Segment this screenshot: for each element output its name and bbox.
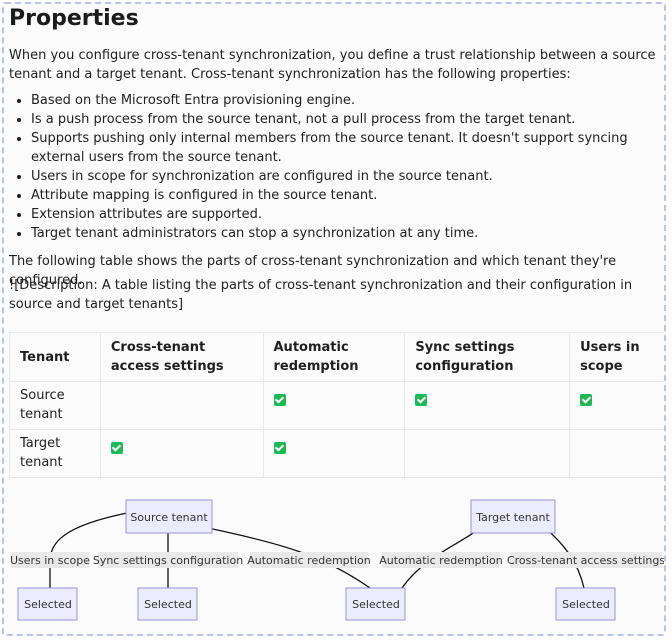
node-selected-label: Selected	[144, 598, 192, 611]
node-source-tenant	[125, 499, 213, 534]
tenant-cell: Source tenant	[9, 381, 101, 430]
edge-label-automatic-redemption-source: Automatic redemption	[247, 554, 371, 567]
node-selected-automatic-redemption	[345, 587, 406, 621]
image-placeholder-text: ![Description: A table listing the parts…	[9, 278, 633, 312]
check-cell	[99, 381, 264, 430]
table-header-row: Tenant Cross-tenant access settings Auto…	[9, 332, 664, 382]
node-selected-cross-tenant-access	[555, 587, 616, 621]
list-item: Extension attributes are supported.	[31, 205, 663, 224]
edge-label-sync-settings: Sync settings configuration	[93, 554, 243, 567]
check-cell	[262, 381, 406, 430]
list-item: Supports pushing only internal members f…	[31, 129, 663, 167]
list-item: Based on the Microsoft Entra provisionin…	[31, 91, 663, 110]
check-cell	[404, 429, 571, 478]
list-item: Is a push process from the source tenant…	[31, 110, 663, 129]
column-header-automatic-redemption: Automatic redemption	[262, 332, 406, 382]
check-cell	[404, 381, 571, 430]
edge-label-bg	[510, 552, 662, 568]
checkmark-icon	[415, 394, 428, 406]
intro-paragraph: When you configure cross-tenant synchron…	[9, 48, 656, 82]
column-header-cross-tenant-access: Cross-tenant access settings	[99, 332, 264, 382]
table-intro-paragraph: The following table shows the parts of c…	[9, 254, 617, 288]
column-header-users-in-scope: Users in scope	[569, 332, 664, 382]
tenant-cell: Target tenant	[9, 429, 101, 478]
document-frame: Properties When you configure cross-tena…	[2, 2, 666, 636]
node-target-tenant-label: Target tenant	[475, 511, 550, 524]
properties-table: Tenant Cross-tenant access settings Auto…	[9, 332, 664, 478]
node-source-tenant-label: Source tenant	[130, 511, 208, 524]
tenant-diagram: Source tenant Target tenant Users in sco…	[10, 499, 665, 621]
list-item: Attribute mapping is configured in the s…	[31, 186, 663, 205]
edge-label-automatic-redemption-target: Automatic redemption	[379, 554, 503, 567]
node-selected-sync-settings	[137, 587, 198, 621]
checkmark-icon	[273, 442, 286, 454]
checkmark-icon	[110, 442, 123, 454]
check-cell	[569, 429, 664, 478]
node-selected-label: Selected	[24, 598, 72, 611]
edge-label-bg	[98, 552, 238, 568]
column-header-tenant: Tenant	[9, 332, 101, 382]
table-row: Source tenant	[9, 381, 664, 430]
node-selected-users-in-scope	[17, 587, 78, 621]
checkmark-icon	[273, 394, 286, 406]
list-item: Users in scope for synchronization are c…	[31, 167, 663, 186]
edge-label-cross-tenant-access: Cross-tenant access settings	[507, 554, 665, 567]
edge-label-bg	[382, 552, 500, 568]
edge-source-users-in-scope	[49, 512, 128, 588]
checkmark-icon	[580, 394, 593, 406]
table-row: Target tenant	[9, 429, 664, 478]
column-header-sync-settings: Sync settings configuration	[404, 332, 571, 382]
node-selected-label: Selected	[352, 598, 400, 611]
check-cell	[569, 381, 664, 430]
check-cell	[99, 429, 264, 478]
list-item: Target tenant administrators can stop a …	[31, 224, 663, 243]
edge-label-users-in-scope: Users in scope	[10, 554, 90, 567]
edge-label-bg	[11, 552, 89, 568]
node-selected-label: Selected	[562, 598, 610, 611]
page-title: Properties	[9, 6, 139, 31]
node-target-tenant	[470, 499, 556, 534]
edge-label-bg	[250, 552, 368, 568]
properties-list: Based on the Microsoft Entra provisionin…	[9, 91, 663, 243]
check-cell	[262, 429, 406, 478]
